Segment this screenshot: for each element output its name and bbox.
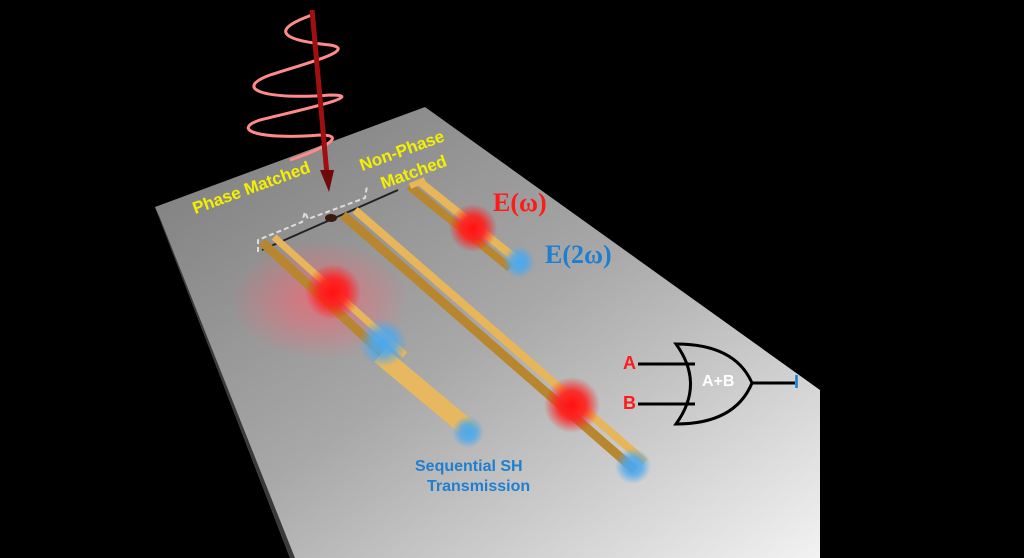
red-field-spot	[544, 377, 600, 433]
gate-input-b: B	[623, 393, 636, 413]
incident-beam-arrow	[309, 9, 330, 176]
gate-expression: A+B	[702, 373, 735, 390]
wave-packet	[246, 13, 344, 162]
e-2omega-label: E(2ω)	[545, 240, 612, 269]
substrate-edge	[155, 207, 295, 558]
or-gate	[638, 342, 795, 426]
substrate-slab	[155, 107, 820, 558]
phase-matched-bracket	[257, 185, 368, 252]
e-omega-label: E(ω)	[493, 188, 547, 217]
gate-input-a: A	[623, 353, 636, 373]
blue-field-spot	[359, 319, 407, 367]
sequential-label-line1: Sequential SH	[415, 458, 523, 475]
sequential-label-line2: Transmission	[427, 478, 531, 495]
blue-field-spot	[503, 246, 535, 278]
blue-field-spot	[615, 448, 651, 484]
pivot-dot	[325, 214, 337, 222]
arrow-head	[320, 170, 334, 192]
gate-output: I	[794, 372, 800, 392]
blue-field-spot	[452, 416, 484, 448]
red-field-spot	[449, 204, 497, 252]
red-field-spot	[305, 264, 361, 320]
